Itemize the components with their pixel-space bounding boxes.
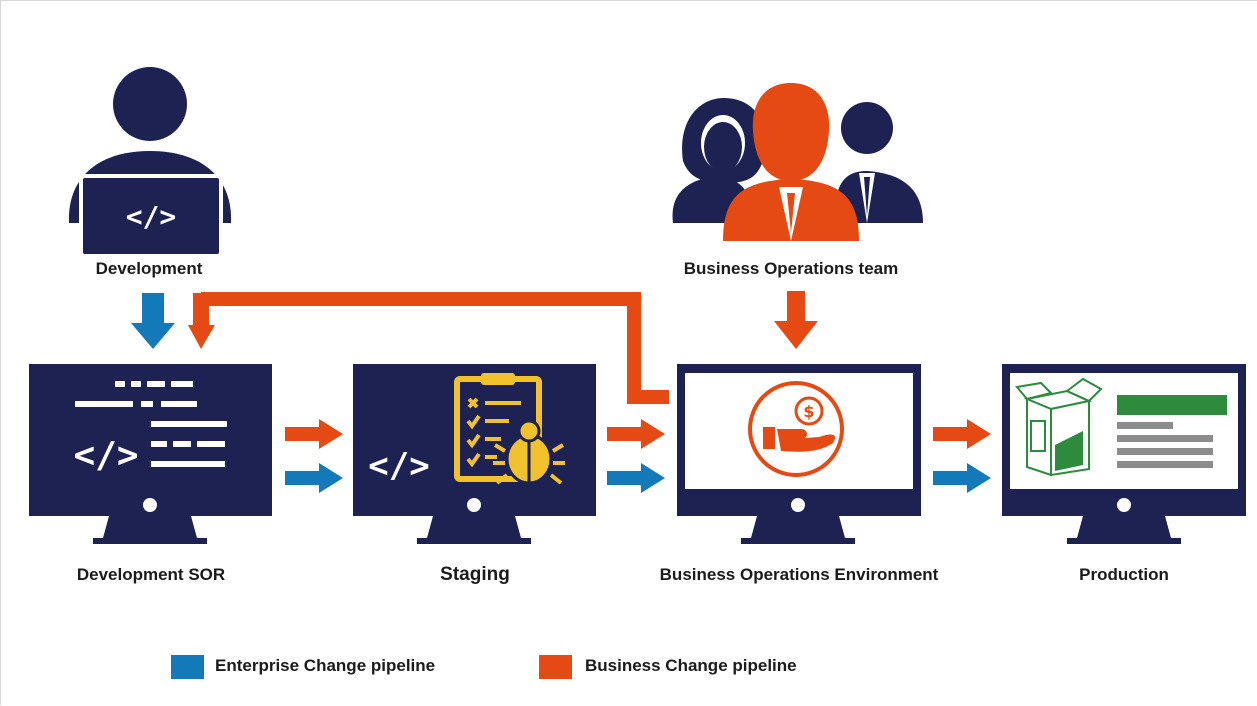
- svg-text:</>: </>: [126, 200, 177, 233]
- business-arrow-down-team: [774, 291, 818, 349]
- business-arrow-1: [285, 419, 343, 449]
- legend-swatch-business: [539, 655, 572, 679]
- env-label-staging: Staging: [440, 564, 510, 585]
- monitor-staging: </>: [353, 364, 596, 544]
- money-hand-icon: $: [748, 381, 844, 477]
- enterprise-arrow-down: [131, 293, 175, 349]
- business-feedback-connector: [201, 292, 669, 404]
- developer-icon: </>: [68, 67, 232, 258]
- svg-text:</>: </>: [73, 435, 138, 476]
- svg-text:</>: </>: [368, 446, 429, 486]
- monitor-development-sor: </>: [29, 364, 272, 544]
- enterprise-arrow-2: [607, 463, 665, 493]
- development-label: Development: [95, 259, 203, 278]
- monitor-production: [1002, 364, 1246, 544]
- checklist-bug-icon: [454, 373, 565, 485]
- product-box-icon: [1015, 377, 1103, 477]
- env-label-development-sor: Development SOR: [76, 565, 226, 584]
- business-arrow-2: [607, 419, 665, 449]
- business-team-icon: [672, 83, 923, 241]
- env-label-production: Production: [1079, 565, 1169, 584]
- enterprise-arrow-1: [285, 463, 343, 493]
- legend-label-business: Business Change pipeline: [585, 656, 797, 675]
- legend-swatch-enterprise: [171, 655, 204, 679]
- svg-text:$: $: [803, 402, 814, 421]
- legend-label-enterprise: Enterprise Change pipeline: [215, 656, 436, 675]
- business-team-label: Business Operations team: [683, 259, 899, 278]
- env-label-business-operations: Business Operations Environment: [659, 565, 939, 584]
- enterprise-arrow-3: [933, 463, 991, 493]
- monitor-business-operations: $: [677, 364, 921, 544]
- business-arrow-3: [933, 419, 991, 449]
